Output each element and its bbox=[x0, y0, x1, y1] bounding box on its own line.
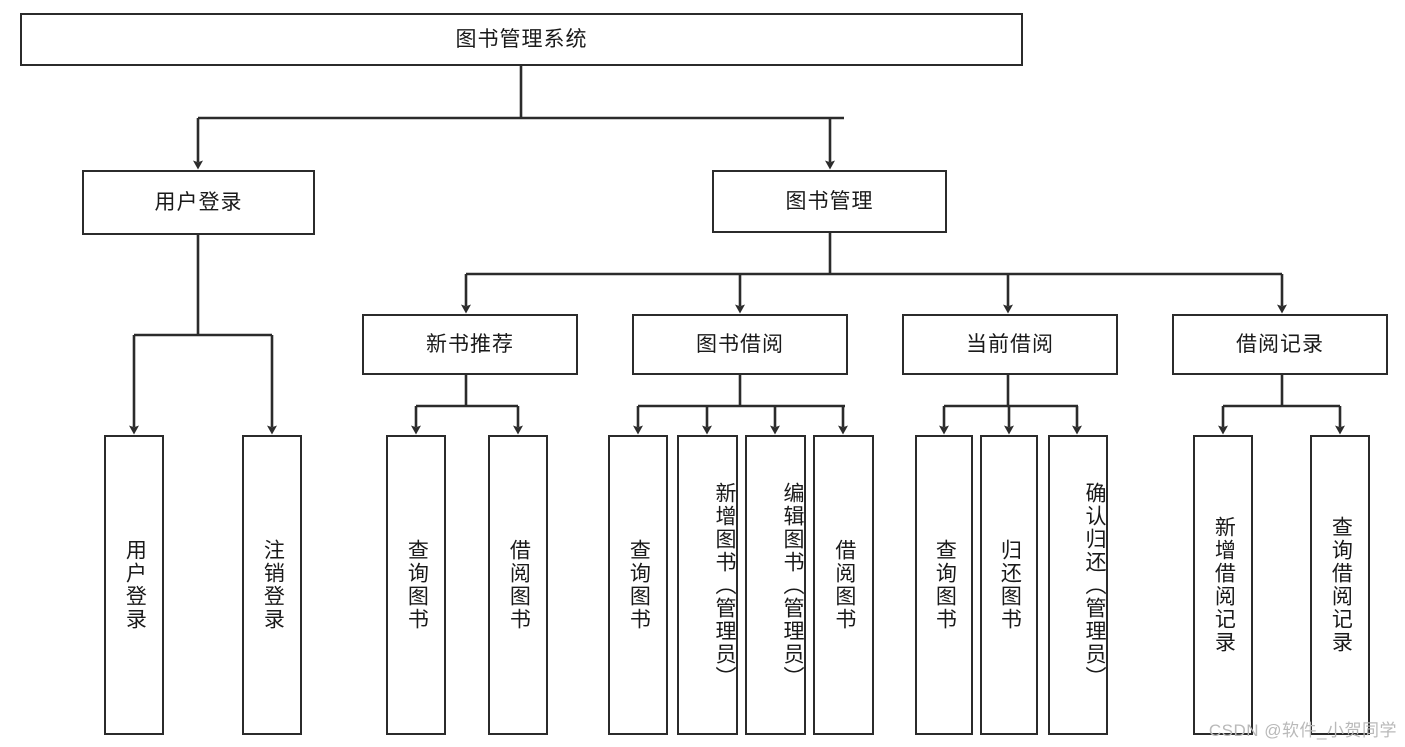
node-leaf-query-record[interactable]: 查询借阅记录 bbox=[1310, 435, 1370, 735]
node-current-borrow[interactable]: 当前借阅 bbox=[902, 314, 1118, 375]
node-leaf-add-book[interactable]: 新增图书（管理员） bbox=[677, 435, 738, 735]
node-user-login-label: 用户登录 bbox=[154, 191, 243, 214]
node-borrow-record-label: 借阅记录 bbox=[1236, 333, 1324, 356]
node-leaf-query-book-rec-label: 查询图书 bbox=[405, 539, 429, 631]
node-leaf-confirm-return-label: 确认归还（管理员） bbox=[1083, 481, 1106, 689]
node-leaf-add-record-label: 新增借阅记录 bbox=[1212, 516, 1236, 654]
node-new-book-rec-label: 新书推荐 bbox=[426, 333, 514, 356]
node-new-book-rec[interactable]: 新书推荐 bbox=[362, 314, 578, 375]
node-leaf-borrow-book-label: 借阅图书 bbox=[832, 539, 856, 631]
node-leaf-query-book-rec[interactable]: 查询图书 bbox=[386, 435, 446, 735]
node-leaf-borrow-book[interactable]: 借阅图书 bbox=[813, 435, 874, 735]
node-book-manage[interactable]: 图书管理 bbox=[712, 170, 947, 233]
csdn-watermark: CSDN @软件_小贺同学 bbox=[1208, 721, 1397, 740]
node-leaf-query-book-borrow-label: 查询图书 bbox=[627, 539, 651, 631]
node-user-login[interactable]: 用户登录 bbox=[82, 170, 315, 235]
node-leaf-logout-label: 注销登录 bbox=[261, 539, 285, 631]
node-leaf-edit-book-label: 编辑图书（管理员） bbox=[781, 481, 804, 689]
node-leaf-add-record[interactable]: 新增借阅记录 bbox=[1193, 435, 1253, 735]
node-leaf-query-book-current-label: 查询图书 bbox=[933, 539, 957, 631]
node-leaf-edit-book[interactable]: 编辑图书（管理员） bbox=[745, 435, 806, 735]
node-leaf-query-book-borrow[interactable]: 查询图书 bbox=[608, 435, 668, 735]
node-book-borrow-label: 图书借阅 bbox=[696, 333, 784, 356]
node-leaf-query-record-label: 查询借阅记录 bbox=[1329, 516, 1353, 654]
node-leaf-query-book-current[interactable]: 查询图书 bbox=[915, 435, 973, 735]
node-leaf-return-book-label: 归还图书 bbox=[998, 539, 1022, 631]
node-root-label: 图书管理系统 bbox=[455, 28, 588, 51]
node-leaf-confirm-return[interactable]: 确认归还（管理员） bbox=[1048, 435, 1108, 735]
node-root[interactable]: 图书管理系统 bbox=[20, 13, 1023, 66]
node-leaf-return-book[interactable]: 归还图书 bbox=[980, 435, 1038, 735]
node-book-borrow[interactable]: 图书借阅 bbox=[632, 314, 848, 375]
node-current-borrow-label: 当前借阅 bbox=[966, 333, 1054, 356]
node-book-manage-label: 图书管理 bbox=[785, 190, 874, 213]
node-leaf-borrow-book-rec-label: 借阅图书 bbox=[507, 539, 531, 631]
node-borrow-record[interactable]: 借阅记录 bbox=[1172, 314, 1388, 375]
node-leaf-logout[interactable]: 注销登录 bbox=[242, 435, 302, 735]
node-leaf-borrow-book-rec[interactable]: 借阅图书 bbox=[488, 435, 548, 735]
node-leaf-add-book-label: 新增图书（管理员） bbox=[713, 481, 736, 689]
node-leaf-user-login[interactable]: 用户登录 bbox=[104, 435, 164, 735]
node-leaf-user-login-label: 用户登录 bbox=[123, 539, 147, 631]
